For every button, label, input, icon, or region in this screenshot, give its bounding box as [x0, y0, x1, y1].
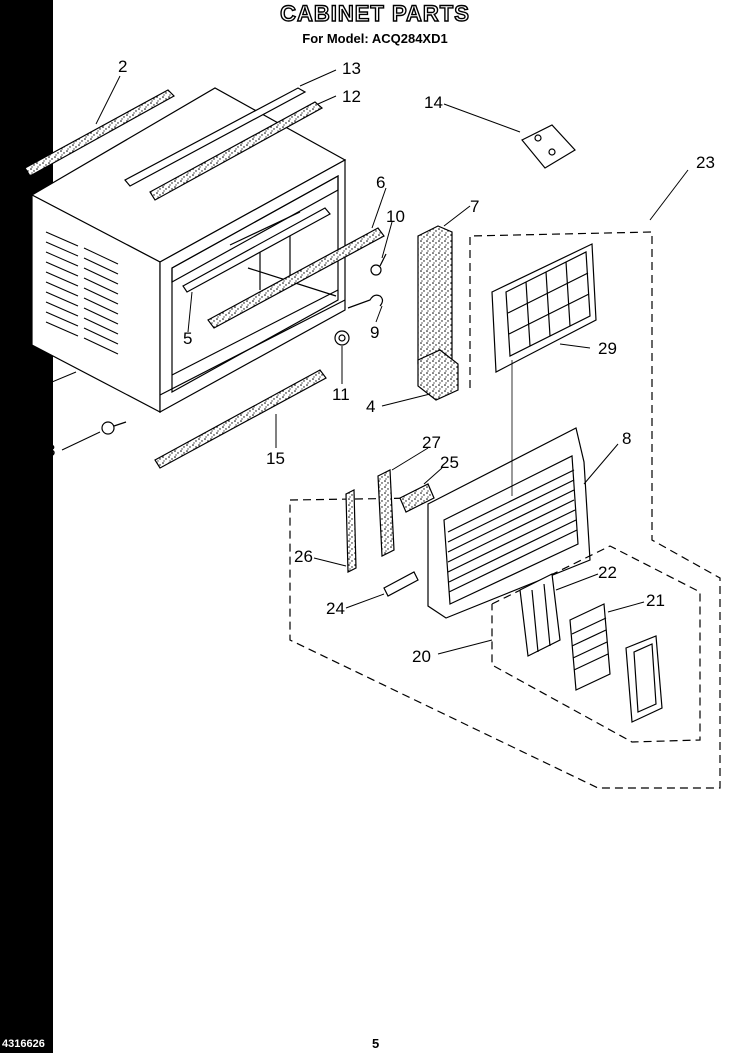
- part-11-nut: [334, 330, 350, 346]
- part-8-grille: [427, 427, 591, 619]
- callout-10: 10: [386, 207, 405, 226]
- part-15-rail: [154, 369, 327, 469]
- page-title: CABINET PARTS: [279, 0, 470, 26]
- callout-14: 14: [424, 93, 443, 112]
- callout-15: 15: [266, 449, 285, 468]
- part-12-seal: [149, 101, 324, 201]
- part-14-bracket: [521, 124, 576, 169]
- part-4-block: [417, 349, 459, 401]
- part-20-boundary: [491, 545, 701, 743]
- document-number: 4316626: [0, 1038, 47, 1050]
- callout-25: 25: [440, 453, 459, 472]
- part-5-bar: [182, 207, 331, 293]
- callout-22: 22: [598, 563, 617, 582]
- callout-7: 7: [470, 197, 479, 216]
- callout-21: 21: [646, 591, 665, 610]
- model-subtitle: For Model: ACQ284XD1: [302, 31, 448, 46]
- callout-5: 5: [183, 329, 192, 348]
- part-27-seal: [377, 469, 395, 557]
- part-7-pad: [417, 225, 453, 371]
- callout-6: 6: [376, 173, 385, 192]
- callout-23: 23: [696, 153, 715, 172]
- part-6-rail: [207, 227, 385, 329]
- part-22-louver-frame: [519, 573, 561, 657]
- callout-26: 26: [294, 547, 313, 566]
- page-number: 5: [372, 1036, 380, 1051]
- callout-12: 12: [342, 87, 361, 106]
- part-10-screw: [370, 253, 387, 276]
- callout-20: 20: [412, 647, 431, 666]
- part-3-screw: [101, 421, 127, 435]
- callout-27: 27: [422, 433, 441, 452]
- callout-8: 8: [622, 429, 631, 448]
- part-25-pad: [399, 483, 435, 513]
- callout-13: 13: [342, 59, 361, 78]
- part-23-boundary: [289, 231, 721, 789]
- part-24-block: [383, 571, 419, 597]
- callout-11: 11: [332, 385, 350, 404]
- callout-24: 24: [326, 599, 345, 618]
- part-26-seal: [345, 489, 357, 573]
- callout-1: 1: [16, 383, 25, 402]
- left-binding-strip: [0, 0, 53, 1053]
- part-29-filter: [491, 243, 597, 373]
- callout-9: 9: [370, 323, 379, 342]
- part-21-louver-blades: [569, 603, 611, 691]
- callout-3: 3: [46, 441, 55, 460]
- leader-lines: [27, 69, 689, 655]
- cabinet-part-1: [30, 87, 347, 414]
- part-9-clip: [347, 294, 384, 309]
- callout-29: 29: [598, 339, 617, 358]
- callout-4: 4: [366, 397, 375, 416]
- part-13-seal: [124, 87, 307, 187]
- callout-2: 2: [118, 57, 127, 76]
- callout-numbers: 2 13 12 14 23 6 10 7 5 9 11 1 3 15 4 29 …: [16, 57, 715, 666]
- part-2-strip: [24, 89, 175, 177]
